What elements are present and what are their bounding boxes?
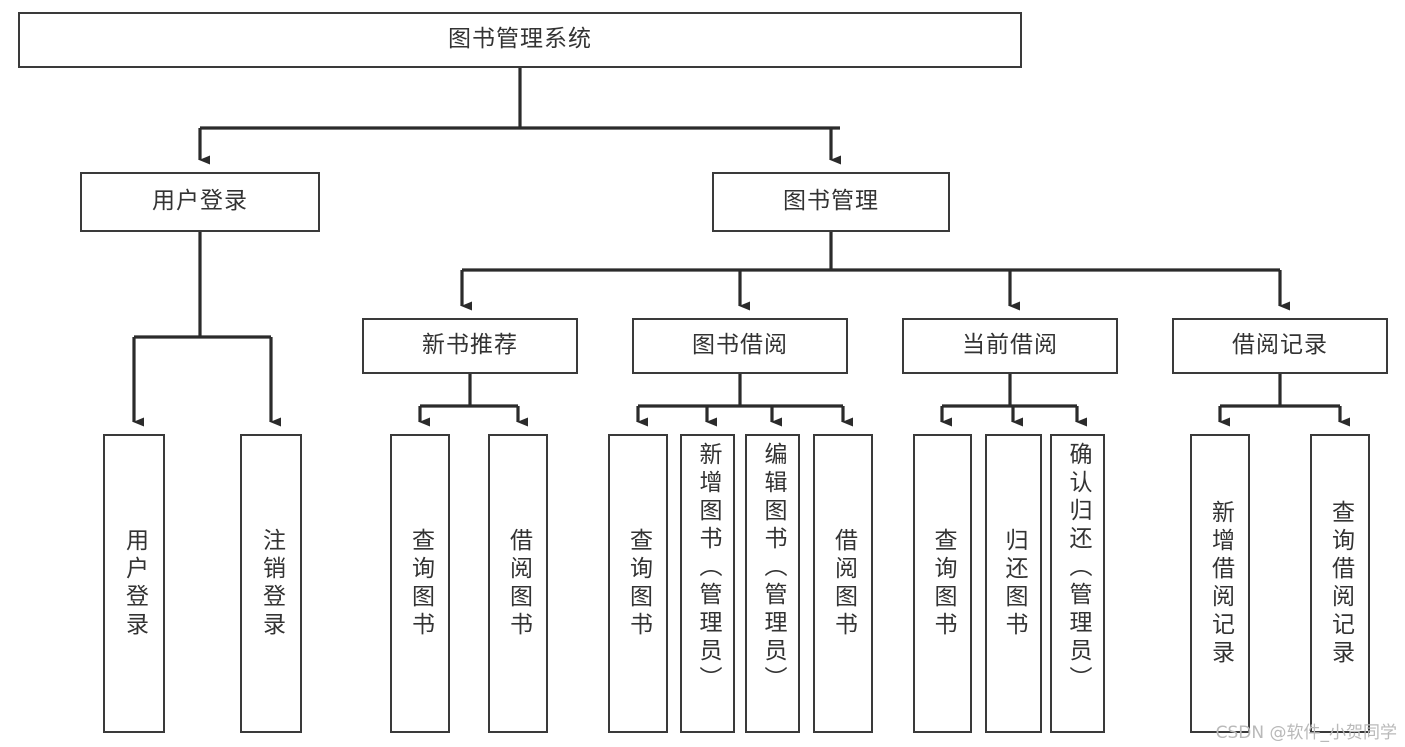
node-leaf-label: 新增借阅记录: [1207, 499, 1234, 668]
node-leaf-label: 查询图书: [625, 527, 652, 640]
node-leaf-confirm-return-admin[interactable]: 确认归还（管理员）: [1050, 434, 1105, 733]
node-leaf-return-books[interactable]: 归还图书: [985, 434, 1042, 733]
node-leaf-logout[interactable]: 注销登录: [240, 434, 302, 733]
node-leaf-add-borrow-record[interactable]: 新增借阅记录: [1190, 434, 1250, 733]
node-leaf-add-book-admin[interactable]: 新增图书（管理员）: [680, 434, 735, 733]
node-root-label: 图书管理系统: [448, 26, 592, 53]
node-new-book-recommend-label: 新书推荐: [422, 332, 518, 359]
node-leaf-label: 新增图书（管理员）: [695, 442, 721, 694]
node-leaf-query-books-b[interactable]: 查询图书: [608, 434, 668, 733]
node-leaf-label: 编辑图书（管理员）: [760, 442, 786, 694]
node-borrow-records-label: 借阅记录: [1232, 332, 1328, 359]
node-book-borrow[interactable]: 图书借阅: [632, 318, 848, 374]
node-leaf-user-login[interactable]: 用户登录: [103, 434, 165, 733]
node-leaf-query-borrow-record[interactable]: 查询借阅记录: [1310, 434, 1370, 733]
node-new-book-recommend[interactable]: 新书推荐: [362, 318, 578, 374]
node-leaf-query-books-c[interactable]: 查询图书: [913, 434, 972, 733]
node-leaf-label: 归还图书: [1001, 527, 1027, 640]
node-current-borrow[interactable]: 当前借阅: [902, 318, 1118, 374]
node-leaf-edit-book-admin[interactable]: 编辑图书（管理员）: [745, 434, 800, 733]
node-user-login[interactable]: 用户登录: [80, 172, 320, 232]
node-leaf-borrow-books-a[interactable]: 借阅图书: [488, 434, 548, 733]
node-current-borrow-label: 当前借阅: [962, 332, 1058, 359]
node-borrow-records[interactable]: 借阅记录: [1172, 318, 1388, 374]
node-leaf-label: 查询借阅记录: [1327, 499, 1354, 668]
node-leaf-label: 注销登录: [258, 527, 285, 640]
node-leaf-label: 确认归还（管理员）: [1065, 442, 1091, 694]
node-book-management[interactable]: 图书管理: [712, 172, 950, 232]
node-leaf-query-books-a[interactable]: 查询图书: [390, 434, 450, 733]
node-user-login-label: 用户登录: [152, 188, 248, 215]
node-book-borrow-label: 图书借阅: [692, 332, 788, 359]
csdn-watermark: CSDN @软件_小贺同学: [1215, 723, 1397, 743]
node-leaf-label: 用户登录: [121, 527, 148, 640]
node-root-system[interactable]: 图书管理系统: [18, 12, 1022, 68]
node-leaf-label: 查询图书: [930, 527, 956, 640]
node-leaf-label: 查询图书: [407, 527, 434, 640]
node-leaf-label: 借阅图书: [830, 527, 857, 640]
node-leaf-borrow-books-b[interactable]: 借阅图书: [813, 434, 873, 733]
node-leaf-label: 借阅图书: [505, 527, 532, 640]
node-book-management-label: 图书管理: [783, 188, 879, 215]
